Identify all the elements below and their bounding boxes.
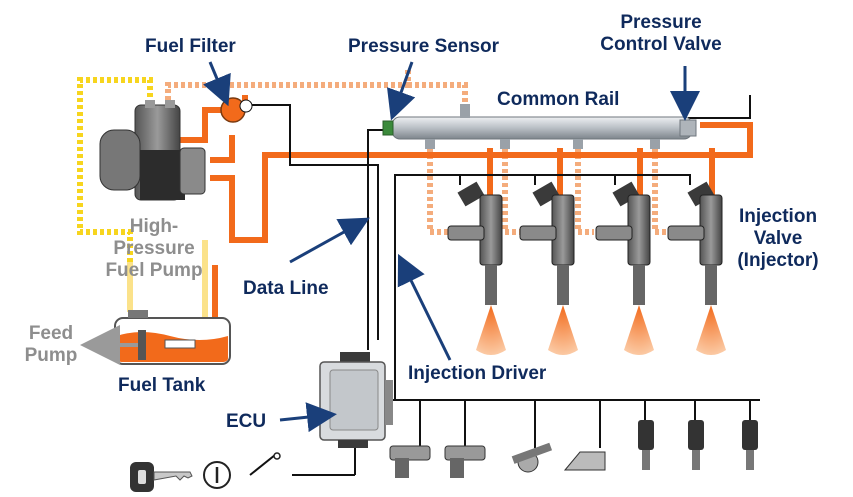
sensors: [389, 420, 758, 478]
common-rail-label: Common Rail: [497, 89, 620, 110]
temperature-sensor-3-icon: [742, 420, 758, 470]
high-pressure-pump-label-line3: Fuel Pump: [105, 260, 203, 281]
injection-valve-label: Injection Valve (Injector): [726, 206, 830, 272]
injection-valve-label-line3: (Injector): [737, 250, 819, 271]
injector-2: [519, 181, 578, 355]
feed-pump-label-line2: Pump: [24, 345, 78, 366]
feed-pump-label-line1: Feed: [28, 323, 74, 344]
pressure-control-valve: [679, 119, 697, 137]
pressure-sensor: [382, 120, 394, 136]
feed-line: [77, 77, 153, 312]
pedal-sensor-icon: [511, 442, 553, 473]
air-mass-sensor-icon: [563, 451, 606, 471]
fuel-filter: [220, 97, 253, 123]
injection-valve-label-line1: Injection: [738, 206, 818, 227]
fuel-spray-icon: [696, 305, 726, 355]
key-icon: [130, 462, 193, 492]
injector-4: [667, 181, 726, 355]
high-pressure-pump-label-line1: High-: [129, 216, 179, 237]
crank-sensor-icon: [389, 445, 431, 478]
pointer-arrows: [203, 61, 700, 433]
fuel-tank: [114, 310, 231, 365]
high-pressure-pump: [99, 100, 206, 201]
common-rail: [382, 104, 697, 149]
temperature-sensor-2-icon: [688, 420, 704, 470]
data-wires: [245, 95, 760, 476]
fuel-spray-icon: [624, 305, 654, 355]
fuel-filter-label: Fuel Filter: [145, 36, 236, 57]
injectors: [447, 181, 726, 355]
pressure-control-valve-label-line2: Control Valve: [600, 34, 722, 55]
pressure-control-valve-label: Pressure Control Valve: [596, 12, 726, 56]
injection-valve-label-line2: Valve: [753, 228, 803, 249]
data-line-label: Data Line: [243, 278, 329, 299]
injector-3: [595, 181, 654, 355]
injection-driver-label: Injection Driver: [408, 363, 547, 384]
high-pressure-pump-label-line2: Pressure: [113, 238, 195, 259]
high-pressure-pump-label: High- Pressure Fuel Pump: [98, 216, 210, 282]
fuel-spray-icon: [476, 305, 506, 355]
cam-sensor-icon: [444, 445, 486, 478]
ecu-unit: [319, 352, 393, 448]
temperature-sensor-1-icon: [638, 420, 654, 470]
ecu-label: ECU: [226, 411, 267, 432]
feed-pump-label: Feed Pump: [18, 323, 84, 367]
injector-1: [447, 181, 506, 355]
ignition-switch-icon: [203, 452, 281, 489]
fuel-spray-icon: [548, 305, 578, 355]
pressure-sensor-label: Pressure Sensor: [348, 36, 500, 57]
pressure-control-valve-label-line1: Pressure: [620, 12, 702, 33]
fuel-tank-label: Fuel Tank: [118, 375, 206, 396]
